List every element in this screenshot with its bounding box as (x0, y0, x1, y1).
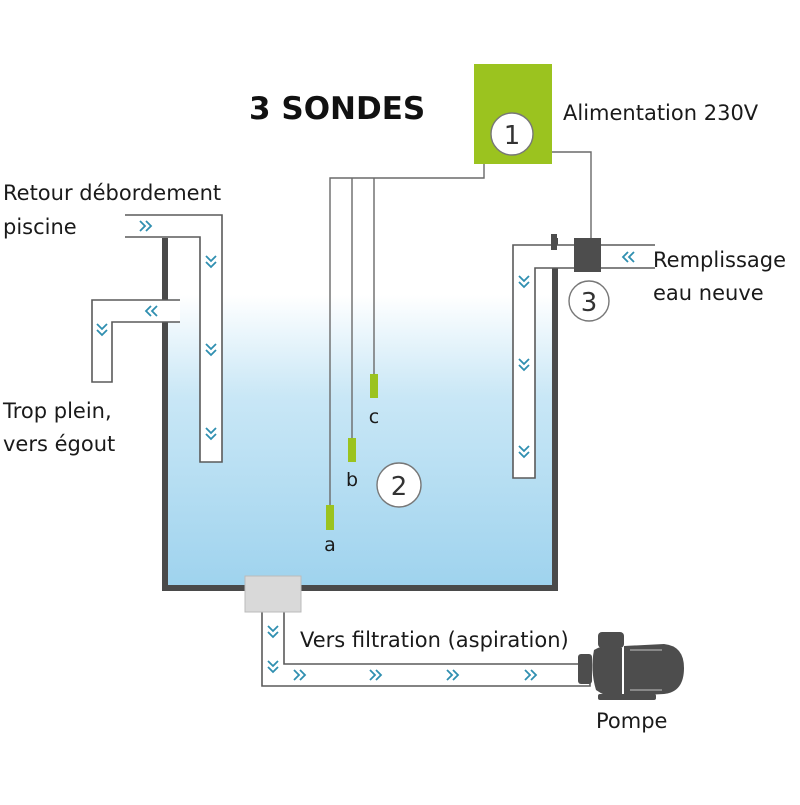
valve-wire (552, 151, 592, 238)
diagram-title: 3 SONDES (249, 91, 425, 127)
label-refill-line2: eau neuve (653, 281, 764, 305)
refill-pipe (512, 244, 655, 479)
double-chevron-icon (96, 323, 108, 337)
double-chevron-icon (518, 445, 530, 459)
double-chevron-icon (267, 625, 279, 639)
double-chevron-icon (518, 275, 530, 289)
double-chevron-icon (446, 669, 460, 681)
double-chevron-icon (293, 669, 307, 681)
marker-circle-2 (376, 462, 422, 508)
probe-c (370, 374, 378, 398)
marker-circle-1 (490, 112, 534, 156)
pump-icon (578, 632, 684, 700)
probe-a (326, 505, 334, 530)
label-trop-plein-line2: vers égout (3, 432, 115, 456)
double-chevron-icon (144, 305, 158, 317)
double-chevron-icon (621, 251, 635, 263)
double-chevron-icon (267, 660, 279, 674)
flow-arrows (96, 220, 635, 681)
skimmer (244, 575, 302, 613)
double-chevron-icon (205, 427, 217, 441)
valve-stem (551, 234, 557, 250)
tank-wall (162, 238, 558, 591)
probe-label-b: b (346, 469, 358, 491)
marker-3: 3 (581, 288, 598, 318)
probes: a b c (324, 374, 379, 556)
double-chevron-icon (205, 255, 217, 269)
water (168, 295, 552, 585)
marker-1: 1 (504, 121, 521, 151)
solenoid-valve-icon (574, 238, 601, 272)
trop-plein-pipe (91, 299, 180, 383)
probe-label-a: a (324, 534, 336, 556)
probe-label-c: c (369, 406, 379, 428)
label-overflow-return-line2: piscine (3, 215, 77, 239)
label-overflow-return-line1: Retour débordement (3, 181, 221, 205)
marker-2: 2 (391, 472, 408, 502)
label-trop-plein-line1: Trop plein, (2, 399, 112, 423)
label-pump: Pompe (596, 709, 667, 733)
double-chevron-icon (139, 220, 153, 232)
label-power: Alimentation 230V (563, 101, 759, 125)
probe-b (348, 438, 356, 462)
probe-wires (329, 164, 485, 510)
marker-circle-3 (568, 280, 610, 322)
label-refill-line1: Remplissage (653, 248, 786, 272)
double-chevron-icon (518, 358, 530, 372)
double-chevron-icon (524, 669, 538, 681)
double-chevron-icon (369, 669, 383, 681)
label-filtration: Vers filtration (aspiration) (300, 628, 569, 652)
double-chevron-icon (205, 343, 217, 357)
